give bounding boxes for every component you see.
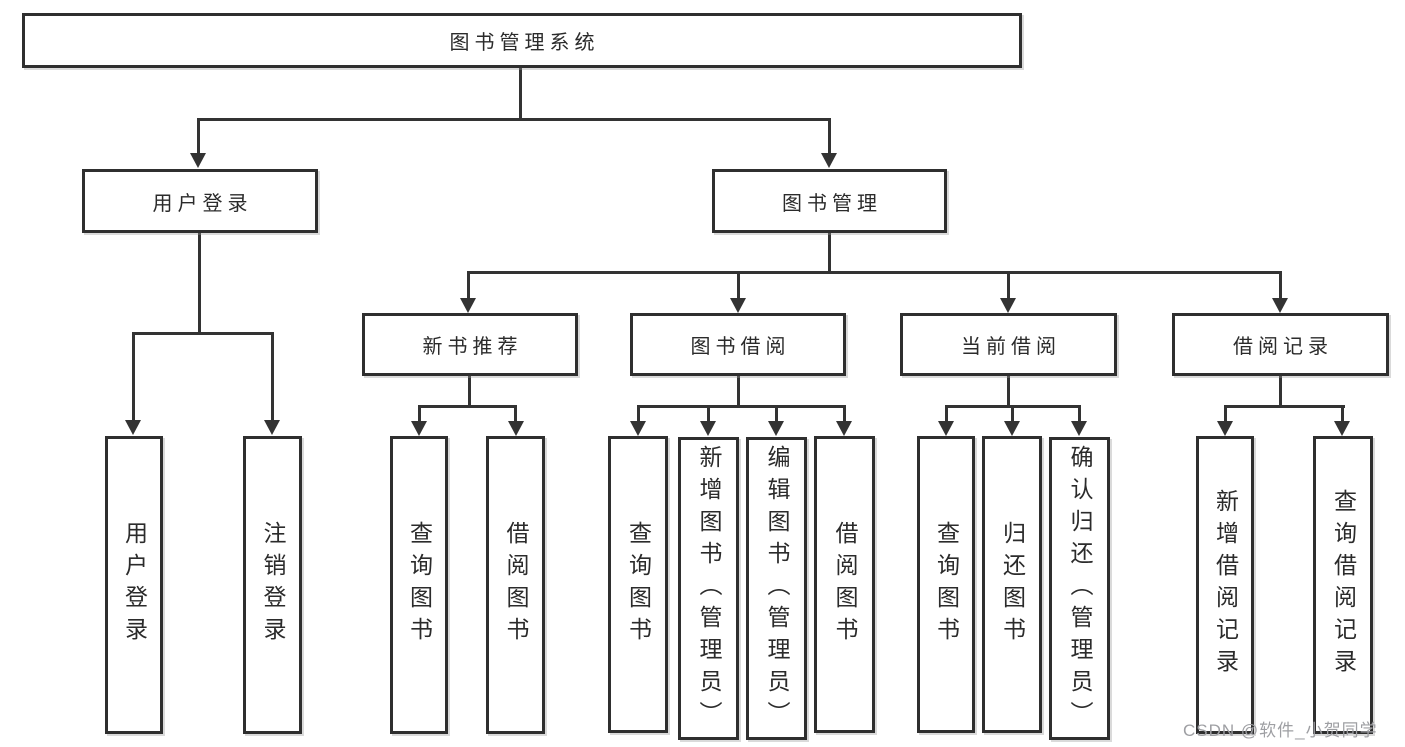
- node-new-book-recommend-label: 新书推荐: [422, 336, 523, 358]
- leaf-nb-borrow-books-label: 借阅图书: [503, 521, 529, 649]
- arrow-nb-query: [411, 421, 427, 436]
- arrow-bb-edit: [768, 421, 784, 436]
- arrow-book-management: [821, 153, 837, 168]
- connector-drop-leaf-user-login: [132, 332, 135, 422]
- arrow-leaf-logout: [264, 420, 280, 435]
- leaf-nb-query-books: 查询图书: [390, 436, 448, 734]
- connector-new-book-branch: [418, 405, 517, 408]
- connector-drop-nb-borrow: [514, 405, 517, 422]
- connector-new-book-stem: [468, 376, 471, 408]
- connector-drop-bb-edit: [775, 405, 778, 422]
- leaf-br-add-record: 新增借阅记录: [1196, 436, 1254, 734]
- leaf-cb-query-books: 查询图书: [917, 436, 975, 733]
- arrow-book-borrow: [730, 298, 746, 313]
- node-user-login: 用户登录: [82, 169, 318, 233]
- leaf-bb-edit-books-admin: 编辑图书（管理员）: [746, 437, 807, 740]
- leaf-user-login: 用户登录: [105, 436, 163, 734]
- node-book-borrow-label: 图书借阅: [690, 336, 791, 358]
- arrow-current-borrow: [1000, 298, 1016, 313]
- leaf-logout: 注销登录: [243, 436, 302, 734]
- arrow-br-add: [1217, 421, 1233, 436]
- leaf-bb-edit-books-admin-label: 编辑图书（管理员）: [764, 444, 790, 733]
- connector-borrow-records-stem: [1279, 376, 1282, 408]
- node-book-borrow: 图书借阅: [630, 313, 846, 376]
- arrow-cb-return: [1004, 421, 1020, 436]
- leaf-nb-query-books-label: 查询图书: [406, 521, 433, 649]
- leaf-logout-label: 注销登录: [260, 521, 286, 649]
- connector-drop-nb-query: [418, 405, 421, 422]
- leaf-br-add-record-label: 新增借阅记录: [1212, 489, 1239, 681]
- connector-root-stem: [519, 68, 522, 120]
- connector-drop-book-borrow: [737, 271, 740, 300]
- node-current-borrow-label: 当前借阅: [961, 336, 1061, 358]
- connector-level2-branch: [467, 271, 1282, 274]
- arrow-cb-confirm: [1071, 421, 1087, 436]
- leaf-bb-add-books-admin: 新增图书（管理员）: [678, 437, 739, 740]
- connector-book-borrow-branch: [637, 405, 846, 408]
- arrow-leaf-user-login: [125, 420, 141, 435]
- connector-drop-br-query: [1341, 405, 1344, 422]
- connector-drop-current-borrow: [1007, 271, 1010, 300]
- arrow-bb-query: [630, 421, 646, 436]
- connector-drop-book-management: [828, 118, 831, 156]
- arrow-nb-borrow: [508, 421, 524, 436]
- connector-borrow-records-branch: [1224, 405, 1345, 408]
- connector-book-management-stem: [828, 233, 831, 274]
- leaf-br-query-record-label: 查询借阅记录: [1330, 489, 1357, 681]
- leaf-cb-query-books-label: 查询图书: [933, 520, 960, 649]
- leaf-bb-query-books-label: 查询图书: [625, 520, 652, 649]
- leaf-bb-query-books: 查询图书: [608, 436, 668, 733]
- leaf-cb-confirm-return-admin: 确认归还（管理员）: [1049, 437, 1110, 740]
- node-book-management-label: 图书管理: [782, 192, 882, 215]
- leaf-br-query-record: 查询借阅记录: [1313, 436, 1373, 734]
- leaf-bb-borrow-books-label: 借阅图书: [832, 520, 858, 649]
- node-borrow-records-label: 借阅记录: [1233, 336, 1333, 358]
- arrow-br-query: [1334, 421, 1350, 436]
- leaf-cb-confirm-return-admin-label: 确认归还（管理员）: [1067, 444, 1093, 733]
- connector-user-login-branch: [132, 332, 274, 335]
- connector-drop-cb-confirm: [1078, 405, 1081, 422]
- node-book-management: 图书管理: [712, 169, 947, 233]
- connector-drop-bb-borrow: [843, 405, 846, 422]
- connector-drop-cb-return: [1011, 405, 1014, 422]
- connector-drop-bb-query: [637, 405, 640, 422]
- leaf-bb-borrow-books: 借阅图书: [814, 436, 875, 733]
- arrow-user-login: [190, 153, 206, 168]
- leaf-cb-return-books: 归还图书: [982, 436, 1042, 733]
- leaf-bb-add-books-admin-label: 新增图书（管理员）: [696, 444, 722, 733]
- connector-level1-branch: [197, 118, 831, 121]
- leaf-user-login-label: 用户登录: [121, 521, 148, 649]
- node-new-book-recommend: 新书推荐: [362, 313, 578, 376]
- connector-user-login-stem: [198, 233, 201, 334]
- arrow-bb-borrow: [836, 421, 852, 436]
- connector-book-borrow-stem: [737, 376, 740, 408]
- node-borrow-records: 借阅记录: [1172, 313, 1389, 376]
- connector-current-borrow-stem: [1007, 376, 1010, 408]
- connector-drop-br-add: [1224, 405, 1227, 422]
- csdn-watermark: CSDN @软件_小贺同学: [1183, 721, 1378, 740]
- arrow-new-book: [460, 298, 476, 313]
- connector-drop-bb-add: [707, 405, 710, 422]
- connector-drop-cb-query: [945, 405, 948, 422]
- leaf-cb-return-books-label: 归还图书: [999, 520, 1026, 649]
- connector-drop-new-book: [467, 271, 470, 300]
- node-current-borrow: 当前借阅: [900, 313, 1117, 376]
- arrow-bb-add: [700, 421, 716, 436]
- node-root: 图书管理系统: [22, 13, 1022, 68]
- arrow-cb-query: [938, 421, 954, 436]
- connector-drop-leaf-logout: [271, 332, 274, 422]
- node-root-label: 图书管理系统: [449, 32, 600, 54]
- arrow-borrow-records: [1272, 298, 1288, 313]
- connector-drop-borrow-records: [1279, 271, 1282, 300]
- leaf-nb-borrow-books: 借阅图书: [486, 436, 545, 734]
- node-user-login-label: 用户登录: [152, 192, 253, 215]
- connector-drop-user-login: [197, 118, 200, 156]
